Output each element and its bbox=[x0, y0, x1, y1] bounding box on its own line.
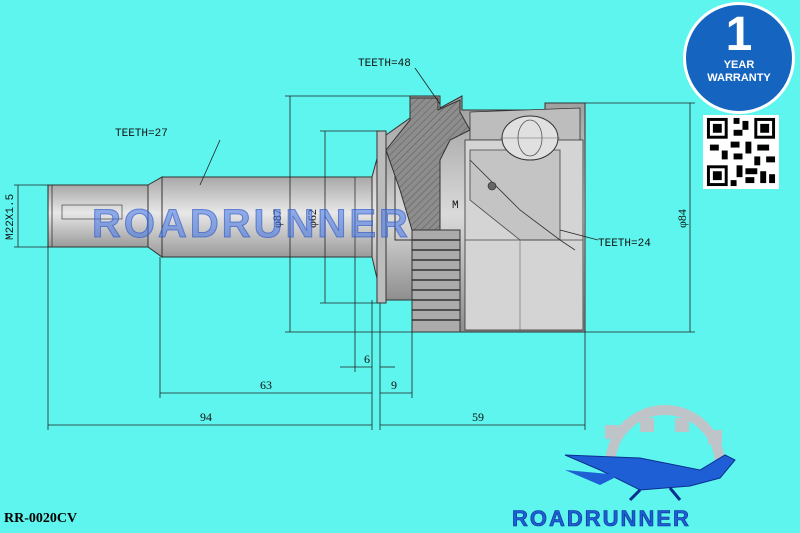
dim-dia-87: φ87 bbox=[270, 209, 284, 228]
teeth-27-label: TEETH=27 bbox=[115, 128, 168, 140]
dim-dia-62: φ62 bbox=[305, 209, 319, 228]
dimension-lines bbox=[14, 67, 695, 430]
dim-9: 9 bbox=[391, 378, 397, 392]
dim-dia-84: φ84 bbox=[675, 209, 689, 228]
warranty-line1: YEAR bbox=[723, 59, 755, 71]
warranty-years: 1 bbox=[725, 8, 753, 61]
brand-name: ROADRUNNER bbox=[512, 506, 691, 532]
teeth-48-label: TEETH=48 bbox=[358, 58, 411, 70]
dim-6: 6 bbox=[364, 352, 370, 366]
warranty-badge: 1 YEAR WARRANTY bbox=[683, 2, 795, 114]
threaded-stub bbox=[47, 176, 163, 258]
dim-94: 94 bbox=[200, 410, 212, 424]
roadrunner-bird-logo bbox=[564, 405, 736, 502]
dim-59: 59 bbox=[472, 410, 484, 424]
dim-63: 63 bbox=[260, 378, 272, 392]
warranty-line2: WARRANTY bbox=[707, 72, 771, 84]
marker-m: M bbox=[452, 200, 459, 212]
teeth-24-label: TEETH=24 bbox=[598, 238, 651, 250]
abs-ring bbox=[411, 229, 461, 333]
part-number: RR-0020CV bbox=[4, 511, 78, 526]
qr-code-icon bbox=[703, 115, 779, 189]
watermark-text: ROADRUNNER bbox=[92, 202, 411, 247]
thread-label: M22X1.5 bbox=[5, 194, 17, 240]
